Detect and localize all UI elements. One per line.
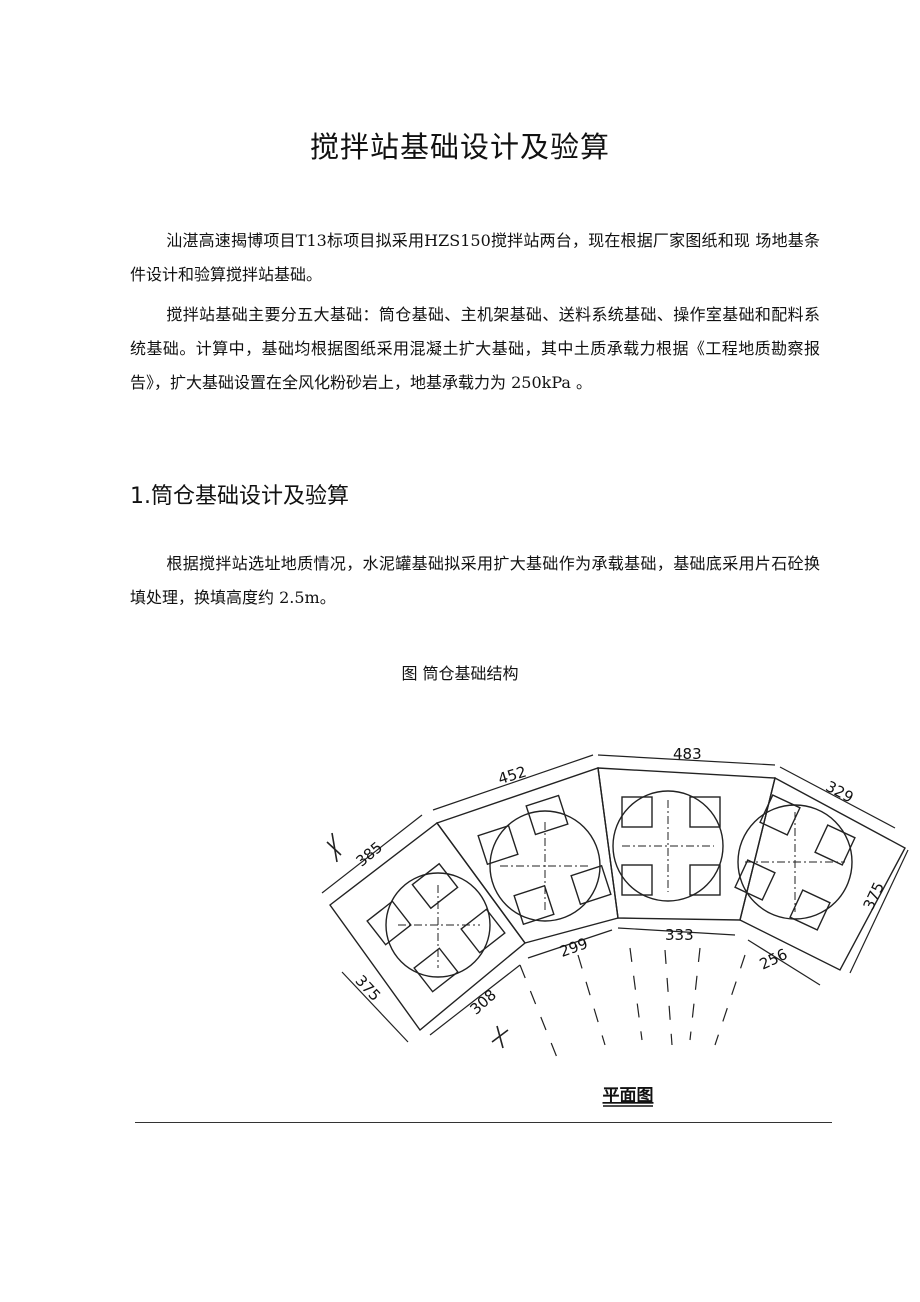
foundation-text: 搅拌站基础主要分五大基础：筒仓基础、主机架基础、送料系统基础、操作室基础和配料系… [130,305,820,392]
dim-256: 256 [757,945,791,973]
intro-paragraph: 汕湛高速揭博项目T13标项目拟采用HZS150搅拌站两台，现在根据厂家图纸和现 … [130,224,820,292]
silo-circle-1 [385,872,491,978]
silo-paragraph: 根据搅拌站选址地质情况，水泥罐基础拟采用扩大基础作为承载基础，基础底采用片石砼换… [130,547,820,615]
intro-text: 汕湛高速揭博项目T13标项目拟采用HZS150搅拌站两台，现在根据厂家图纸和现 … [130,231,820,284]
foundation-block-4 [739,776,906,971]
pad-4c [734,859,776,901]
dim-375-right: 375 [860,879,888,913]
plan-label: 平面图 [603,1086,654,1106]
pad-4b [814,824,856,866]
pad-1d [460,908,506,954]
pad-3c [621,864,653,896]
pad-1b [366,900,412,946]
foundation-paragraph: 搅拌站基础主要分五大基础：筒仓基础、主机架基础、送料系统基础、操作室基础和配料系… [130,298,820,400]
dim-452: 452 [496,763,529,789]
silo-circle-3 [612,790,724,902]
section-heading: 1.筒仓基础设计及验算 [130,484,349,509]
pad-2d [513,884,555,926]
pad-4d [789,889,831,931]
dim-299: 299 [557,934,590,961]
foundation-block-2 [435,767,619,944]
dim-375-left: 375 [352,972,385,1005]
silo-foundation-plan-drawing: 385 452 483 329 375 375 308 299 333 256 … [315,745,909,1107]
dim-329: 329 [823,777,857,806]
pad-4a [759,794,801,836]
document-title: 搅拌站基础设计及验算 [309,130,610,164]
pad-1c [413,947,459,993]
dim-333: 333 [665,926,694,944]
pad-2c [570,864,612,906]
silo-text: 根据搅拌站选址地质情况，水泥罐基础拟采用扩大基础作为承载基础，基础底采用片石砼换… [130,554,820,607]
pad-2b [477,824,519,866]
figure-caption: 图 筒仓基础结构 [401,664,519,683]
pad-3b [689,796,721,828]
pad-3d [689,864,721,896]
section-mark-top: I [315,837,316,839]
dim-308: 308 [467,986,500,1019]
dim-483: 483 [673,745,702,763]
bottom-rule [135,1122,832,1123]
pad-1a [411,862,459,910]
pad-3a [621,796,653,828]
pad-2a [525,794,569,836]
